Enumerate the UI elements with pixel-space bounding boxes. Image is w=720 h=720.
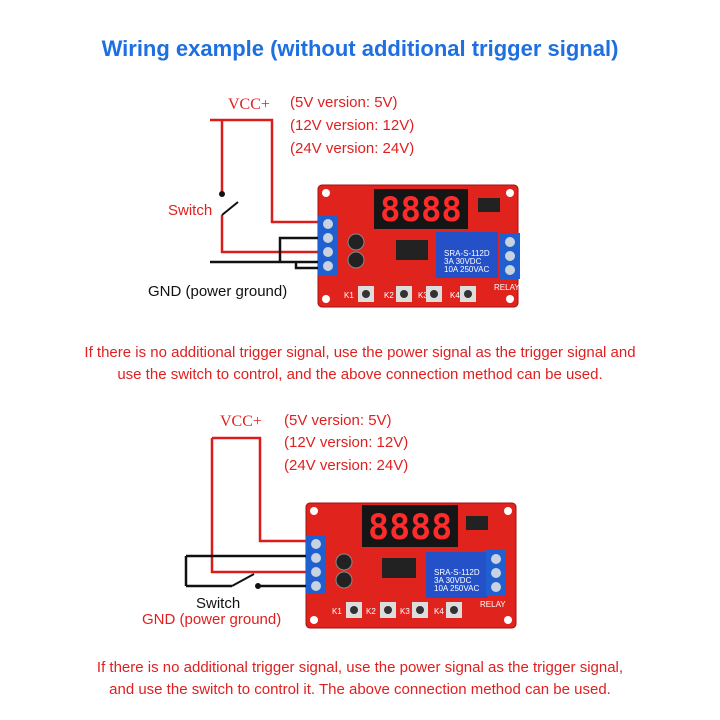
svg-text:SRA-S-112D: SRA-S-112D	[434, 568, 480, 577]
relay-module-board: 8888 SRA-S-112D 3A 30VDC 10A 250VAC RELA…	[317, 184, 520, 308]
note-1: If there is no additional trigger signal…	[20, 342, 700, 386]
relay-component	[426, 552, 488, 598]
version-12v: (12V version: 12V)	[290, 117, 414, 134]
switch-symbol	[231, 573, 261, 589]
version-24v: (24V version: 24V)	[290, 140, 414, 157]
version-5v: (5V version: 5V)	[290, 94, 398, 111]
svg-text:8888: 8888	[380, 190, 462, 230]
wires	[210, 118, 318, 270]
svg-text:SRA-S-112D: SRA-S-112D	[444, 249, 490, 258]
version-24v: (24V version: 24V)	[284, 457, 408, 474]
version-12v: (12V version: 12V)	[284, 434, 408, 451]
svg-text:3A 30VDC: 3A 30VDC	[444, 257, 482, 266]
ic-chip	[382, 558, 416, 578]
version-5v: (5V version: 5V)	[284, 412, 392, 429]
note-2-line-2: and use the switch to control it. The ab…	[109, 681, 611, 698]
svg-text:10A 250VAC: 10A 250VAC	[434, 584, 479, 593]
switch-label: Switch	[168, 202, 212, 219]
svg-text:K4: K4	[434, 607, 444, 616]
svg-text:K3: K3	[418, 291, 428, 300]
svg-text:K1: K1	[332, 607, 342, 616]
wires	[184, 436, 306, 588]
svg-text:K2: K2	[384, 291, 394, 300]
relay-module-board: 8888 SRA-S-112D 3A 30VDC 10A 250VAC RELA…	[305, 502, 517, 629]
relay-label: RELAY	[480, 600, 506, 609]
ic-chip	[396, 240, 428, 260]
note-1-line-2: use the switch to control, and the above…	[117, 366, 603, 383]
note-2: If there is no additional trigger signal…	[20, 657, 700, 701]
switch-symbol	[219, 191, 239, 216]
svg-text:8888: 8888	[368, 508, 452, 548]
input-terminal	[318, 216, 338, 276]
svg-text:K3: K3	[400, 607, 410, 616]
svg-text:3A 30VDC: 3A 30VDC	[434, 576, 472, 585]
svg-text:K4: K4	[450, 291, 460, 300]
input-terminal	[306, 536, 326, 594]
switch-label: Switch	[196, 595, 240, 612]
seven-segment-display	[374, 189, 468, 229]
svg-text:K1: K1	[344, 291, 354, 300]
vcc-label: VCC+	[228, 96, 270, 113]
diagram-1: VCC+ (5V version: 5V) (12V version: 12V)…	[148, 94, 520, 308]
gnd-label: GND (power ground)	[142, 611, 281, 628]
vcc-label: VCC+	[220, 413, 262, 430]
relay-label: RELAY	[494, 283, 520, 292]
relay-component	[436, 232, 498, 278]
svg-text:K2: K2	[366, 607, 376, 616]
svg-text:10A 250VAC: 10A 250VAC	[444, 265, 489, 274]
page-title: Wiring example (without additional trigg…	[101, 36, 619, 61]
note-2-line-1: If there is no additional trigger signal…	[96, 659, 624, 676]
gnd-label: GND (power ground)	[148, 283, 287, 300]
note-1-line-1: If there is no additional trigger signal…	[84, 344, 636, 361]
seven-segment-display	[362, 505, 458, 547]
diagram-2: VCC+ (5V version: 5V) (12V version: 12V)…	[142, 412, 517, 629]
